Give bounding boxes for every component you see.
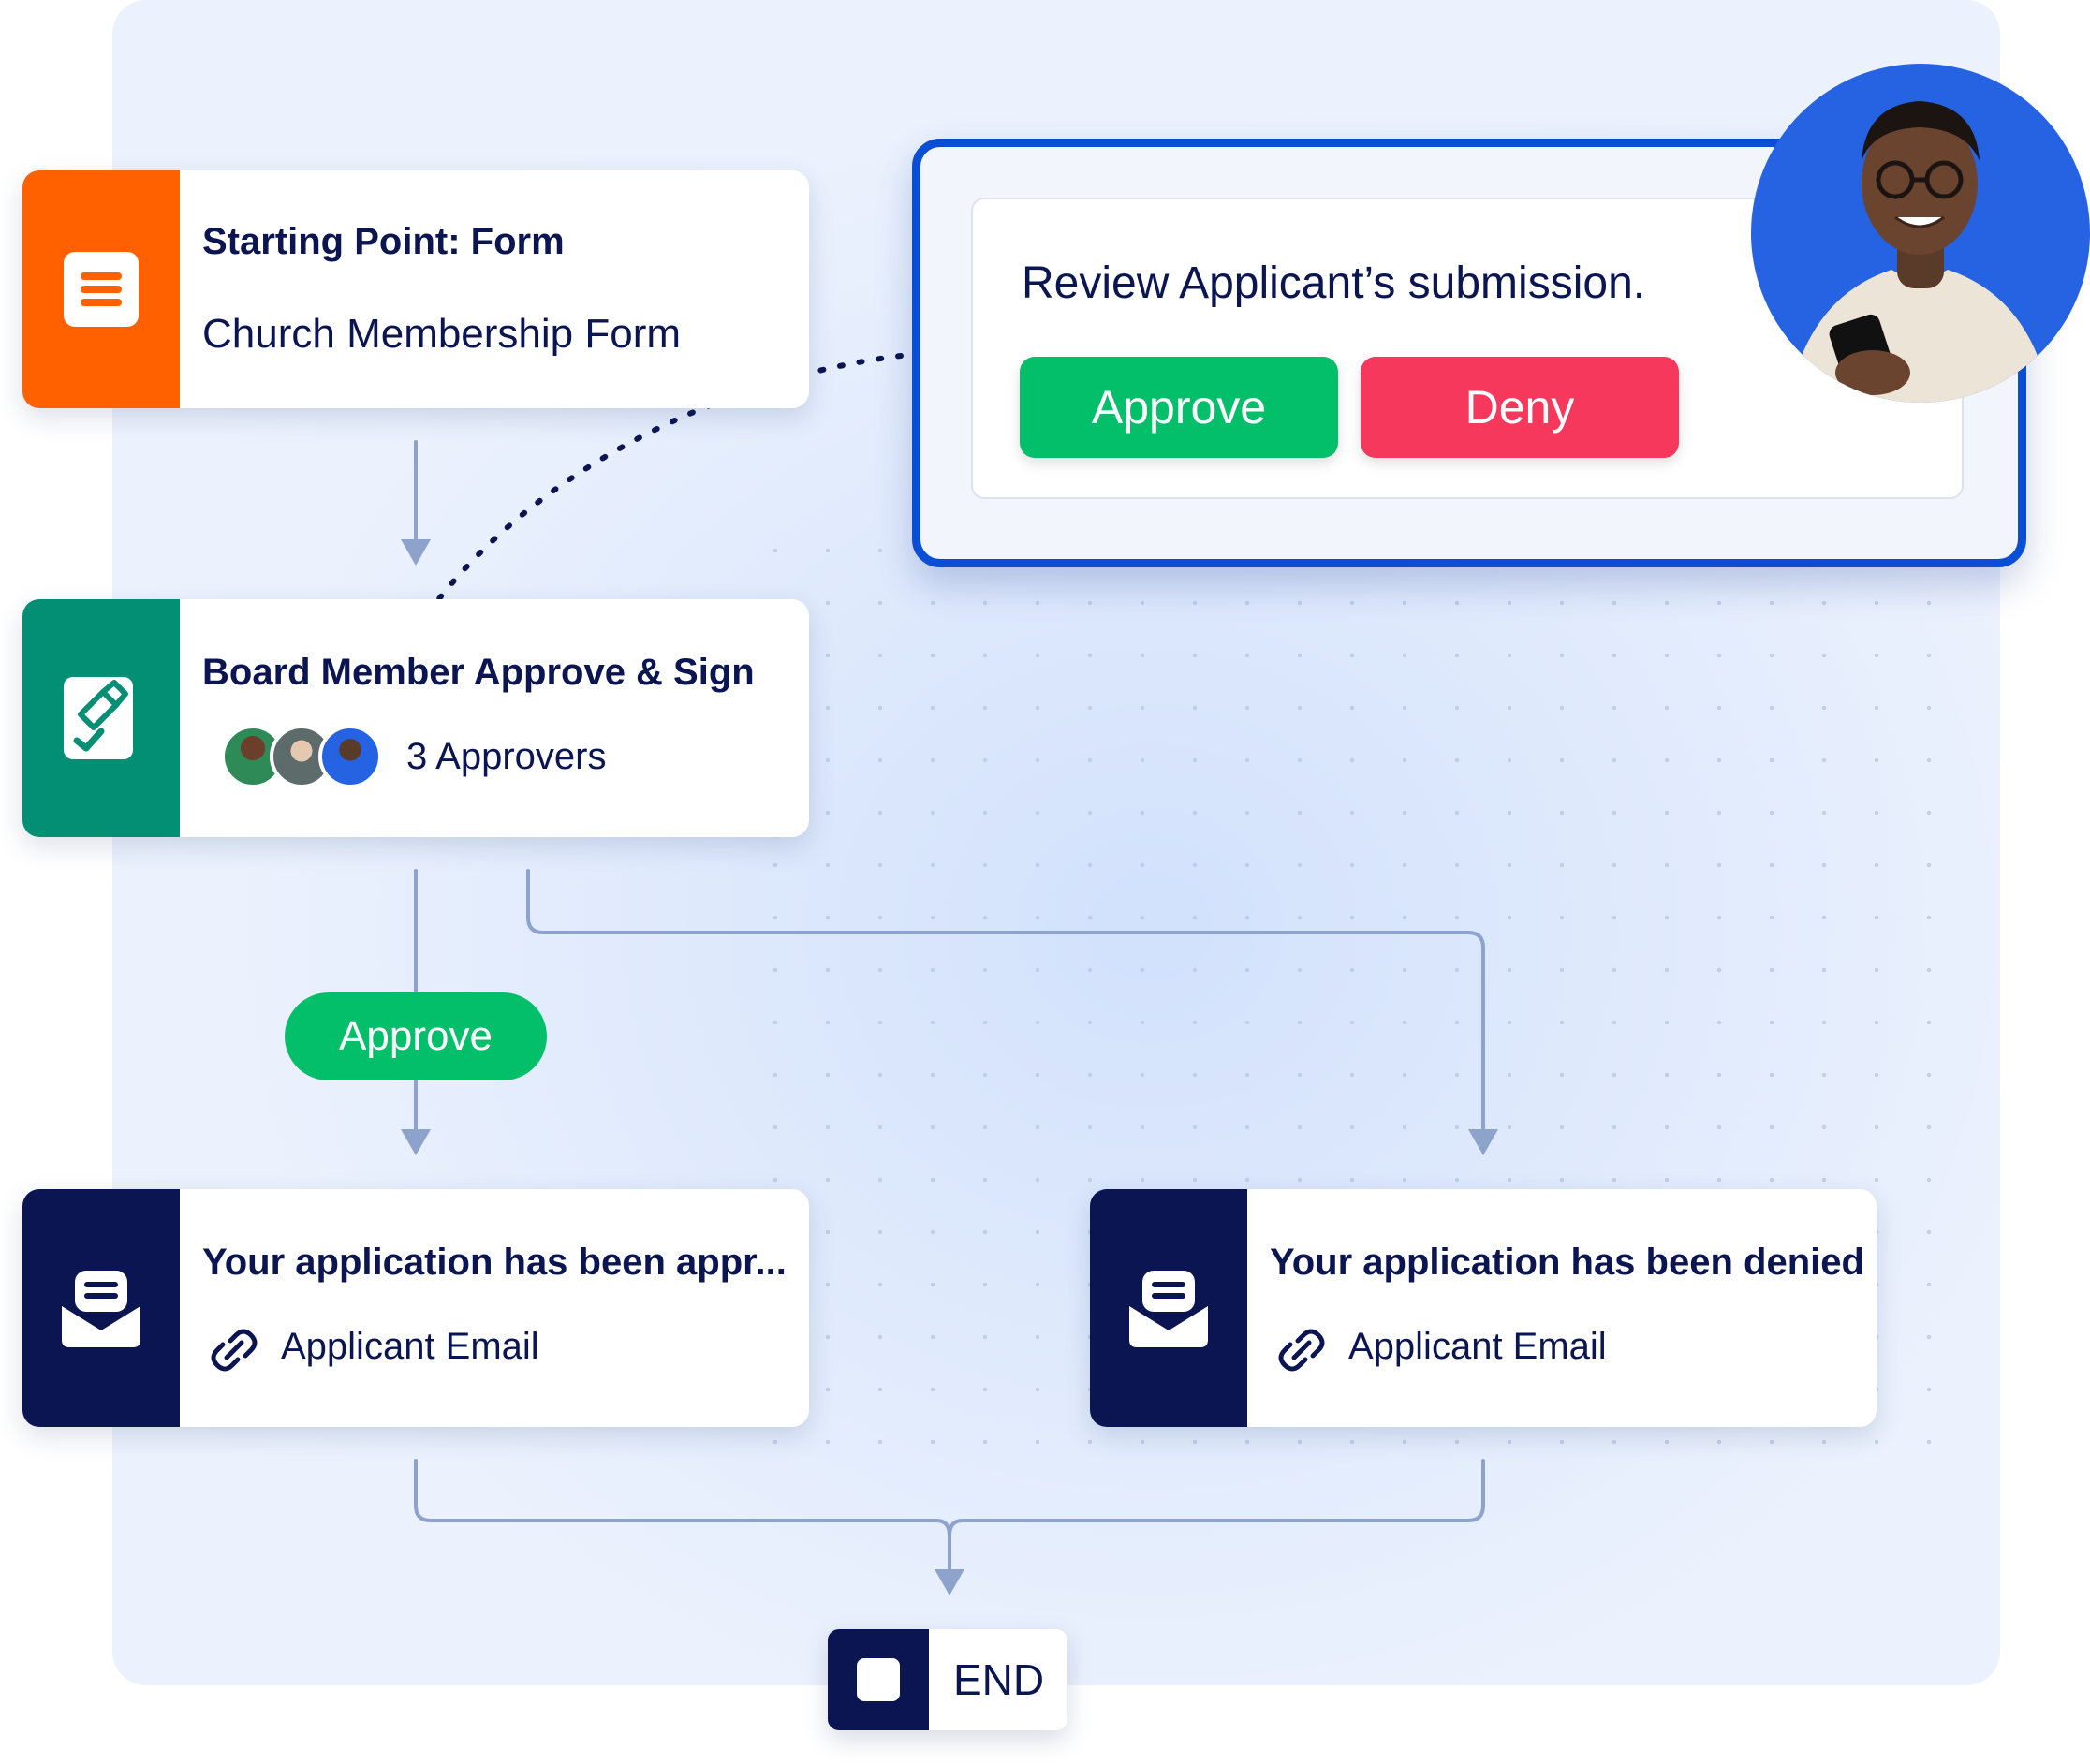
start-node[interactable]: Starting Point: Form Church Membership F…: [22, 170, 809, 408]
sign-icon: [64, 677, 133, 759]
stop-icon: [857, 1658, 900, 1701]
form-icon: [64, 252, 139, 327]
denied-email-icon-bar: [1090, 1189, 1247, 1427]
reviewer-avatar: [1751, 64, 2090, 403]
approval-node-title: Board Member Approve & Sign: [202, 652, 755, 693]
link-icon: [211, 1329, 258, 1372]
end-node-label: END: [953, 1655, 1045, 1704]
deny-button[interactable]: Deny: [1361, 357, 1679, 458]
approvers-count: 3 Approvers: [406, 736, 607, 777]
approved-email-title: Your application has been appr...: [202, 1242, 787, 1283]
approve-button[interactable]: Approve: [1020, 357, 1338, 458]
approved-email-recipient: Applicant Email: [281, 1326, 539, 1367]
approved-email-node[interactable]: Your application has been appr... Applic…: [22, 1189, 809, 1427]
denied-email-recipient: Applicant Email: [1348, 1326, 1607, 1367]
review-card: Review Applicant’s submission. Approve D…: [971, 198, 1964, 499]
denied-email-title: Your application has been denied: [1270, 1242, 1864, 1283]
review-popup: Review Applicant’s submission. Approve D…: [912, 139, 2026, 567]
denied-email-node[interactable]: Your application has been denied Applica…: [1090, 1189, 1877, 1427]
approval-node-icon-bar: [22, 599, 180, 837]
end-node[interactable]: END: [828, 1629, 1067, 1730]
reviewer-photo: [1788, 101, 2051, 403]
approver-avatar-3: [318, 725, 382, 788]
approval-node[interactable]: Board Member Approve & Sign 3 Approvers: [22, 599, 809, 837]
review-prompt: Review Applicant’s submission.: [1022, 258, 1646, 308]
start-node-subtitle: Church Membership Form: [202, 311, 682, 357]
link-icon: [1278, 1329, 1325, 1372]
email-icon: [62, 1271, 140, 1347]
approve-branch-label[interactable]: Approve: [285, 992, 547, 1080]
end-node-icon-bar: [828, 1629, 929, 1730]
email-icon: [1129, 1271, 1208, 1347]
start-node-icon-bar: [22, 170, 180, 408]
start-node-title: Starting Point: Form: [202, 221, 565, 262]
approved-email-icon-bar: [22, 1189, 180, 1427]
